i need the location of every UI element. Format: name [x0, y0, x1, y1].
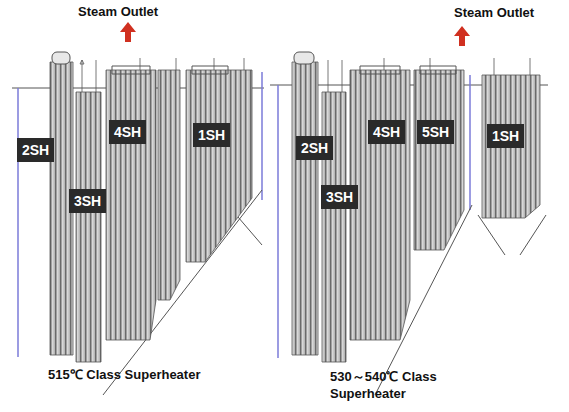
section-label: 2SH [296, 136, 333, 160]
section-name: 5SH [422, 124, 449, 140]
outlet-label: Steam Outlet [452, 4, 536, 21]
section-name: 4SH [373, 124, 400, 140]
section-name: 2SH [22, 142, 49, 158]
section-label: 1SH [193, 123, 230, 147]
section-label: 4SH [109, 120, 146, 144]
section-label: 4SH [368, 120, 405, 144]
section-name: 4SH [114, 124, 141, 140]
section-label: 3SH [69, 189, 106, 213]
section-name: 3SH [326, 189, 353, 205]
section-name: 1SH [198, 127, 225, 143]
section-name: 1SH [492, 128, 519, 144]
section-label: 1SH [487, 124, 524, 148]
section-label: 2SH [17, 138, 54, 162]
section-name: 3SH [74, 193, 101, 209]
outlet-label: Steam Outlet [76, 3, 160, 20]
section-label: 5SH [417, 120, 454, 144]
section-label: 3SH [321, 185, 358, 209]
section-name: 2SH [301, 140, 328, 156]
caption-text: 515℃ Class Superheater [48, 366, 200, 383]
caption-text: 530～540℃ Class Superheater [330, 368, 448, 402]
